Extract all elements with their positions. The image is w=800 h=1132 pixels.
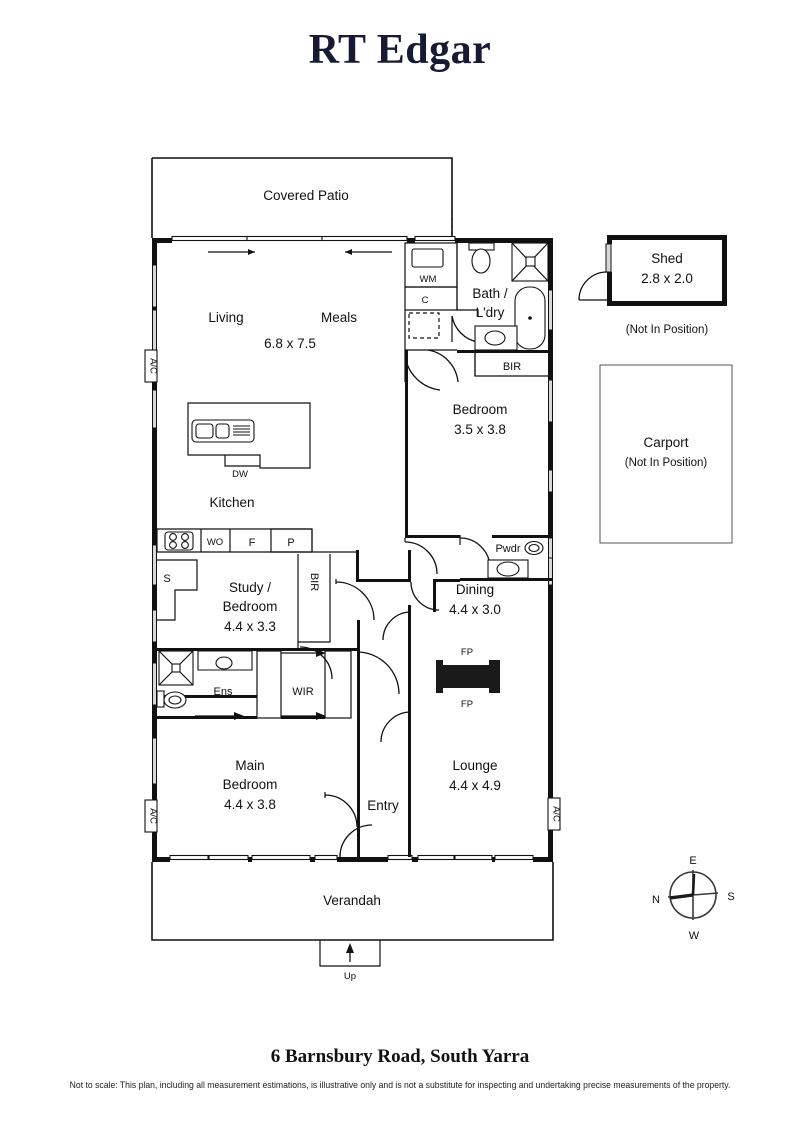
room-label-living: Living (208, 310, 243, 325)
compass-label-top: E (689, 855, 696, 867)
verandah-area: Verandah Up (151, 862, 554, 982)
kitchen-bench-run: WO F P (156, 528, 356, 553)
room-label-dining: Dining (456, 582, 494, 597)
appliance-label-dishwasher: DW (232, 469, 248, 480)
room-label-entry: Entry (367, 798, 399, 813)
compass-label-bottom: W (689, 930, 700, 942)
vanity-bath (474, 325, 518, 351)
east-windows (548, 289, 553, 586)
ac-unit-lounge: A/C (547, 797, 562, 831)
room-dim-shed: 2.8 x 2.0 (641, 271, 693, 286)
room-label-meals: Meals (321, 310, 357, 325)
fireplace-label-bottom: FP (461, 699, 473, 710)
room-dim-bedroom: 3.5 x 3.8 (454, 422, 506, 437)
room-label-powder: Pwdr (495, 543, 520, 555)
compass-rose: E S W N (652, 855, 735, 942)
ac-unit-living: A/C (144, 349, 159, 383)
outbuilding-carport: Carport (Not In Position) (599, 364, 733, 544)
room-living-meals: Living Meals 6.8 x 7.5 (208, 310, 357, 351)
slide-direction-arrows (208, 249, 392, 255)
brand-logo: RT Edgar (308, 27, 492, 73)
vanity-ensuite (197, 650, 253, 671)
room-main-bedroom: Main Bedroom 4.4 x 3.8 (223, 758, 358, 828)
appliance-label-washing-machine: WM (420, 274, 437, 285)
appliance-label-wall-oven: WO (207, 537, 223, 548)
property-address: 6 Barnsbury Road, South Yarra (270, 1046, 530, 1067)
room-label-main-line2: Bedroom (223, 777, 278, 792)
room-label-shed: Shed (651, 251, 683, 266)
ensuite-wir: Ens WIR (156, 648, 357, 720)
compass-label-left: N (652, 894, 660, 906)
room-label-ensuite: Ens (214, 686, 233, 698)
ac-label-living: A/C (148, 358, 159, 374)
toilet-ensuite (156, 690, 187, 709)
room-dim-living-meals: 6.8 x 7.5 (264, 336, 316, 351)
wir-label: WIR (292, 686, 313, 698)
room-label-study-line2: Bedroom (223, 599, 278, 614)
room-label-main-line1: Main (235, 758, 264, 773)
fireplace-label-top: FP (461, 647, 473, 658)
room-bedroom-2: Bedroom 3.5 x 3.8 (404, 350, 553, 575)
floorplan-drawing: Covered Patio (140, 150, 760, 982)
laundry-fixtures: WM C (404, 242, 479, 391)
room-powder: Pwdr (460, 537, 553, 581)
ac-label-main-bedroom: A/C (148, 808, 159, 824)
room-label-lounge: Lounge (452, 758, 497, 773)
store-cupboard: S (157, 559, 198, 621)
store-label: S (163, 573, 170, 585)
south-windows (169, 854, 534, 862)
interior-partitions (335, 550, 460, 857)
shower-bath (511, 242, 549, 282)
room-label-kitchen: Kitchen (209, 495, 254, 510)
covered-patio-area: Covered Patio (151, 157, 453, 238)
bir-label-bath: BIR (503, 361, 521, 373)
room-dim-main-bedroom: 4.4 x 3.8 (224, 797, 276, 812)
room-label-bath-line2: L'dry (476, 305, 505, 320)
room-dim-study: 4.4 x 3.3 (224, 619, 276, 634)
disclaimer-text: Not to scale: This plan, including all m… (69, 1080, 731, 1090)
room-study-bedroom: Study / Bedroom 4.4 x 3.3 BIR (223, 554, 333, 680)
cooktop-icon (164, 531, 194, 551)
room-label-bath-line1: Bath / (472, 286, 508, 301)
toilet-bath (468, 242, 495, 274)
fireplace: FP FP (436, 647, 500, 710)
west-windows (152, 264, 157, 785)
kitchen-area: DW Kitchen (187, 402, 311, 510)
room-dining: Dining 4.4 x 3.0 (449, 582, 501, 617)
appliance-label-cupboard: C (422, 295, 429, 306)
steps-up-arrow (346, 943, 354, 962)
bathroom-laundry: Bath / L'dry BIR (457, 242, 553, 377)
room-dim-lounge: 4.4 x 4.9 (449, 778, 501, 793)
note-shed-position: (Not In Position) (626, 324, 709, 336)
room-lounge: Lounge 4.4 x 4.9 (380, 611, 501, 793)
room-label-verandah: Verandah (323, 893, 381, 908)
bathtub (514, 286, 546, 350)
appliance-label-pantry: P (287, 537, 294, 549)
compass-label-right: S (727, 891, 734, 903)
shower-ensuite (158, 650, 194, 686)
room-entry: Entry (339, 798, 399, 858)
appliance-label-fridge: F (249, 537, 256, 549)
room-label-bedroom: Bedroom (453, 402, 508, 417)
room-label-covered-patio: Covered Patio (263, 188, 349, 203)
ac-unit-main-bedroom: A/C (144, 799, 159, 833)
room-label-carport: Carport (643, 435, 688, 450)
room-dim-dining: 4.4 x 3.0 (449, 602, 501, 617)
ac-label-lounge: A/C (551, 806, 562, 822)
steps-up-label: Up (344, 971, 356, 982)
sliding-door-group-north (171, 235, 456, 255)
room-label-study-line1: Study / (229, 580, 271, 595)
bir-label-study: BIR (308, 573, 320, 591)
kitchen-sink (191, 419, 255, 443)
note-carport-position: (Not In Position) (625, 457, 708, 469)
outbuilding-shed: Shed 2.8 x 2.0 (Not In Position) (578, 235, 727, 336)
